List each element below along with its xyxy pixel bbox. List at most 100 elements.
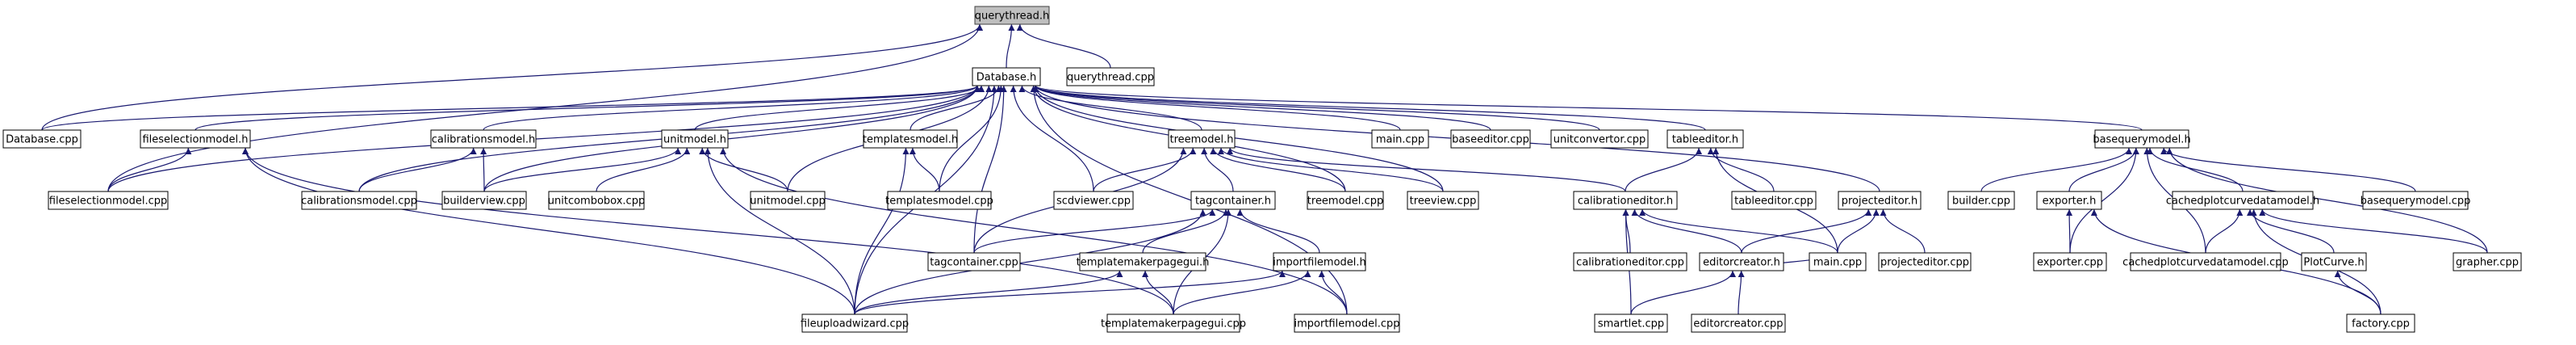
node-label: projecteditor.h — [1842, 196, 1918, 208]
node-editorcreator-h[interactable]: editorcreator.h — [1699, 252, 1784, 271]
node-unitmodel-cpp[interactable]: unitmodel.cpp — [750, 191, 826, 210]
edge-fileuploadwizard-cpp-to-tagcontainer-h — [854, 208, 1206, 315]
node-calibrationsmodel-cpp[interactable]: calibrationsmodel.cpp — [301, 191, 417, 210]
node-database-h[interactable]: Database.h — [972, 67, 1041, 86]
node-label: calibrationsmodel.cpp — [301, 196, 417, 208]
node-querythread-h[interactable]: querythread.h — [974, 6, 1050, 25]
node-box — [1371, 129, 1429, 149]
node-exporter-h[interactable]: exporter.h — [2036, 191, 2102, 210]
edge-querythread-cpp-to-querythread-h — [1016, 23, 1111, 69]
edge-grapher-cpp-to-basequerymodel-h — [2166, 147, 2488, 254]
node-label: importfilemodel.h — [1273, 257, 1366, 269]
node-fileselectionmodel-h[interactable]: fileselectionmodel.h — [140, 129, 251, 149]
edge-main2-cpp-to-projecteditor-h — [1837, 208, 1880, 254]
edge-fileuploadwizard-cpp-to-importfilemodel-h — [854, 270, 1286, 315]
node-calibrationsmodel-h[interactable]: calibrationsmodel.h — [430, 129, 537, 149]
node-box — [1450, 129, 1531, 149]
node-projecteditor-h[interactable]: projecteditor.h — [1838, 191, 1922, 210]
node-templatemakerpagegui-h[interactable]: templatemakerpagegui.h — [1077, 252, 1210, 271]
node-label: fileuploadwizard.cpp — [801, 318, 909, 330]
node-exporter-cpp[interactable]: exporter.cpp — [2033, 252, 2107, 271]
node-label: tableeditor.h — [1672, 134, 1738, 146]
node-label: exporter.h — [2043, 196, 2097, 208]
edge-importfilemodel-cpp-to-database-h — [1030, 85, 1348, 315]
node-label: projecteditor.cpp — [1880, 257, 1969, 269]
node-baseeditor-cpp[interactable]: baseeditor.cpp — [1450, 129, 1531, 149]
node-templatesmodel-cpp[interactable]: templatesmodel.cpp — [885, 191, 993, 210]
node-querythread-cpp[interactable]: querythread.cpp — [1066, 67, 1155, 86]
node-label: cachedplotcurvedatamodel.cpp — [2122, 257, 2289, 269]
node-box — [2346, 313, 2415, 333]
node-scdviewer-cpp[interactable]: scdviewer.cpp — [1053, 191, 1134, 210]
edge-main2-cpp-to-calibrationeditor-h — [1639, 208, 1838, 254]
node-importfilemodel-cpp[interactable]: importfilemodel.cpp — [1294, 313, 1400, 333]
node-label: unitmodel.cpp — [750, 196, 825, 208]
node-basequerymodel-cpp[interactable]: basequerymodel.cpp — [2361, 191, 2471, 210]
edge-builder-cpp-to-basequerymodel-h — [1980, 147, 2133, 192]
node-label: templatemakerpagegui.cpp — [1101, 318, 1246, 330]
node-box — [1066, 67, 1155, 86]
node-builder-cpp[interactable]: builder.cpp — [1947, 191, 2015, 210]
node-treeview-cpp[interactable]: treeview.cpp — [1407, 191, 1479, 210]
edge-cachedplotcurvedatamodel-h-to-basequerymodel-h — [2147, 147, 2244, 192]
node-box — [2, 129, 82, 149]
edge-templatesmodel-h-to-database-h — [910, 85, 1002, 131]
node-fileselectionmodel-cpp[interactable]: fileselectionmodel.cpp — [48, 191, 169, 210]
node-label: baseeditor.cpp — [1452, 134, 1529, 146]
node-tagcontainer-h[interactable]: tagcontainer.h — [1190, 191, 1276, 210]
node-box — [887, 191, 992, 210]
node-unitmodel-h[interactable]: unitmodel.h — [661, 129, 729, 149]
node-main2-cpp[interactable]: main.cpp — [1809, 252, 1867, 271]
edge-projecteditor-cpp-to-projecteditor-h — [1880, 208, 1926, 254]
node-grapher-cpp[interactable]: grapher.cpp — [2453, 252, 2522, 271]
edge-fileuploadwizard-cpp-to-templatesmodel-h — [854, 147, 910, 315]
node-tableeditor-cpp[interactable]: tableeditor.cpp — [1731, 191, 1817, 210]
node-box — [548, 191, 645, 210]
node-box — [1550, 129, 1649, 149]
node-box — [1294, 313, 1400, 333]
edge-importfilemodel-h-to-tagcontainer-h — [1236, 208, 1320, 254]
node-fileuploadwizard-cpp[interactable]: fileuploadwizard.cpp — [801, 313, 909, 333]
node-label: builder.cpp — [1952, 196, 2010, 208]
edge-templatemakerpagegui-cpp-to-fileselectionmodel-h — [242, 147, 1174, 315]
node-treemodel-h[interactable]: treemodel.h — [1168, 129, 1236, 149]
edge-tagcontainer-cpp-to-database-h — [973, 85, 1007, 254]
edge-fileselectionmodel-h-to-database-h — [194, 85, 981, 131]
edge-scdviewer-cpp-to-database-h — [1010, 85, 1094, 192]
node-label: templatesmodel.cpp — [885, 196, 993, 208]
node-database-cpp[interactable]: Database.cpp — [2, 129, 82, 149]
node-main-cpp[interactable]: main.cpp — [1371, 129, 1429, 149]
node-cachedplotcurvedatamodel-cpp[interactable]: cachedplotcurvedatamodel.cpp — [2122, 252, 2289, 271]
node-templatemakerpagegui-cpp[interactable]: templatemakerpagegui.cpp — [1101, 313, 1246, 333]
node-tagcontainer-cpp[interactable]: tagcontainer.cpp — [927, 252, 1021, 271]
node-projecteditor-cpp[interactable]: projecteditor.cpp — [1878, 252, 1972, 271]
node-label: unitmodel.h — [663, 134, 726, 146]
node-treemodel-cpp[interactable]: treemodel.cpp — [1307, 191, 1384, 210]
edge-editorcreator-cpp-to-editorcreator-h — [1738, 270, 1745, 315]
node-unitconvertor-cpp[interactable]: unitconvertor.cpp — [1550, 129, 1649, 149]
node-factory-cpp[interactable]: factory.cpp — [2346, 313, 2415, 333]
node-basequerymodel-h[interactable]: basequerymodel.h — [2093, 129, 2191, 149]
node-tableeditor-h[interactable]: tableeditor.h — [1666, 129, 1744, 149]
edge-baseeditor-cpp-to-database-h — [1032, 85, 1491, 131]
node-box — [2130, 252, 2281, 271]
edge-main-cpp-to-database-h — [1032, 85, 1401, 131]
node-box — [1168, 129, 1236, 149]
node-plotcurve-h[interactable]: PlotCurve.h — [2301, 252, 2367, 271]
node-unitcombobox-cpp[interactable]: unitcombobox.cpp — [548, 191, 645, 210]
node-label: tagcontainer.cpp — [930, 257, 1018, 269]
edge-calibrationeditor-h-to-tableeditor-h — [1625, 147, 1703, 192]
node-cachedplotcurvedatamodel-h[interactable]: cachedplotcurvedatamodel.h — [2166, 191, 2319, 210]
node-calibrationeditor-h[interactable]: calibrationeditor.h — [1573, 191, 1678, 210]
node-importfilemodel-h[interactable]: importfilemodel.h — [1273, 252, 1366, 271]
edge-exporter-cpp-to-exporter-h — [2066, 208, 2073, 254]
node-box — [1273, 252, 1366, 271]
node-builderview-cpp[interactable]: builderview.cpp — [441, 191, 527, 210]
node-smartlet-cpp[interactable]: smartlet.cpp — [1594, 313, 1668, 333]
node-templatesmodel-h[interactable]: templatesmodel.h — [863, 129, 958, 149]
node-box — [441, 191, 527, 210]
node-calibrationeditor-cpp[interactable]: calibrationeditor.cpp — [1573, 252, 1687, 271]
node-label: unitcombobox.cpp — [548, 196, 645, 208]
node-label: main.cpp — [1376, 134, 1424, 146]
node-editorcreator-cpp[interactable]: editorcreator.cpp — [1691, 313, 1786, 333]
